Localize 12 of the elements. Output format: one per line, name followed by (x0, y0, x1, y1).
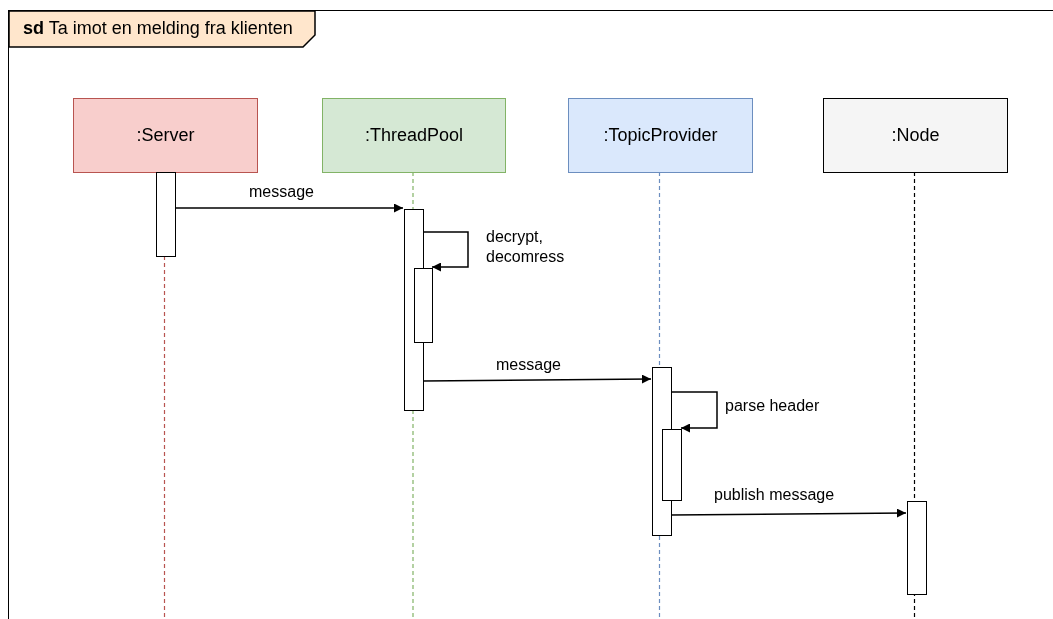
lifeline-head-box: :Server (73, 98, 258, 173)
lifeline-head-box: :TopicProvider (568, 98, 753, 173)
activation-bar (156, 172, 176, 257)
lifeline-head-box: :ThreadPool (322, 98, 506, 173)
activation-bar (414, 268, 433, 343)
edge-label: parse header (725, 396, 820, 416)
activation-bar (662, 429, 682, 501)
frame-label: sd Ta imot en melding fra klienten (9, 11, 315, 47)
edge-label: publish message (714, 485, 835, 505)
lifeline-head-box: :Node (823, 98, 1008, 173)
diagram-frame (8, 10, 1053, 619)
activation-bar (907, 501, 927, 595)
